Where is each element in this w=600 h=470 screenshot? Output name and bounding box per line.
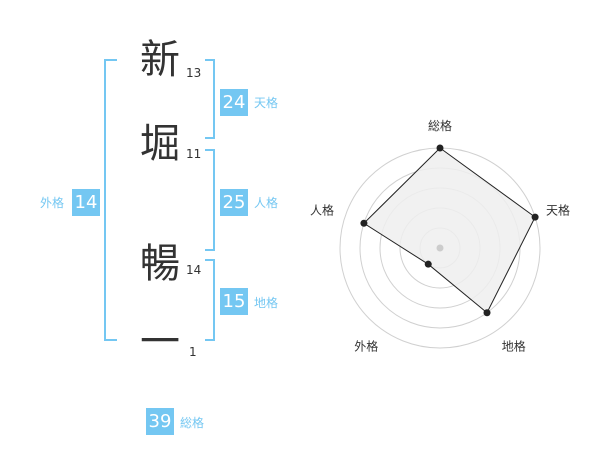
stroke-count-2: 11	[186, 147, 202, 161]
tenkaku-value: 24	[220, 89, 248, 116]
radar-axis-label-5: 人格	[310, 202, 334, 217]
jinkaku-label: 人格	[254, 196, 279, 210]
radar-point-4	[424, 260, 432, 268]
name-char-3: 暢	[140, 241, 180, 287]
tenkaku-label: 天格	[254, 96, 279, 110]
radar-point-1	[436, 144, 444, 152]
tenkaku-bracket	[205, 59, 215, 139]
soukaku-value: 39	[146, 408, 174, 435]
soukaku-label: 総格	[180, 416, 205, 430]
chikaku-label: 地格	[254, 296, 279, 310]
radar-center-dot	[436, 244, 444, 252]
chikaku-value: 15	[220, 288, 248, 315]
gaikaku-label: 外格	[40, 196, 65, 210]
radar-axis-label-3: 地格	[502, 339, 526, 354]
name-char-4: 一	[140, 319, 180, 365]
radar-data-polygon	[363, 147, 536, 314]
jinkaku-bracket	[205, 149, 215, 251]
radar-axis-label-4: 外格	[354, 339, 378, 354]
gaikaku-value: 14	[72, 189, 100, 216]
name-char-1: 新	[140, 37, 180, 83]
stroke-count-1: 13	[186, 66, 202, 80]
radar-axis-label-2: 天格	[546, 202, 570, 217]
gaikaku-bracket	[104, 59, 117, 341]
jinkaku-value: 25	[220, 189, 248, 216]
stroke-count-3: 14	[186, 263, 202, 277]
radar-point-5	[360, 219, 368, 227]
radar-point-2	[531, 213, 539, 221]
stroke-count-4: 1	[189, 345, 197, 359]
name-char-2: 堀	[140, 121, 180, 167]
chikaku-bracket	[205, 259, 215, 341]
radar-axis-label-1: 総格	[428, 118, 452, 133]
radar-point-3	[483, 309, 491, 317]
